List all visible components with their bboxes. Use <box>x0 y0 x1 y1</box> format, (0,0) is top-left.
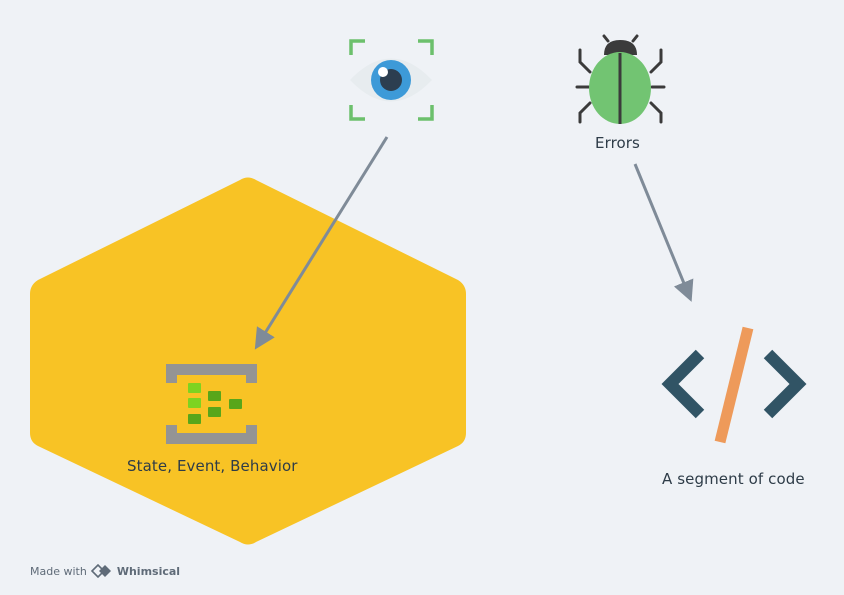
hexagon-shape[interactable] <box>30 177 466 545</box>
eye-focus-icon[interactable] <box>349 39 434 121</box>
watermark-brand: Whimsical <box>116 564 181 578</box>
watermark[interactable]: Made with Whimsical <box>30 564 180 578</box>
errors-label: Errors <box>595 134 640 152</box>
code-label: A segment of code <box>662 470 805 488</box>
event-hub-icon <box>166 364 257 444</box>
code-brackets-icon[interactable] <box>661 326 807 444</box>
whimsical-logo-icon <box>90 564 111 578</box>
hexagon-label: State, Event, Behavior <box>127 457 298 475</box>
bug-icon[interactable] <box>575 34 666 124</box>
connector-errors-to-code[interactable] <box>633 163 694 302</box>
connector-eye-to-hexagon[interactable] <box>254 136 389 350</box>
watermark-prefix: Made with <box>30 564 87 578</box>
